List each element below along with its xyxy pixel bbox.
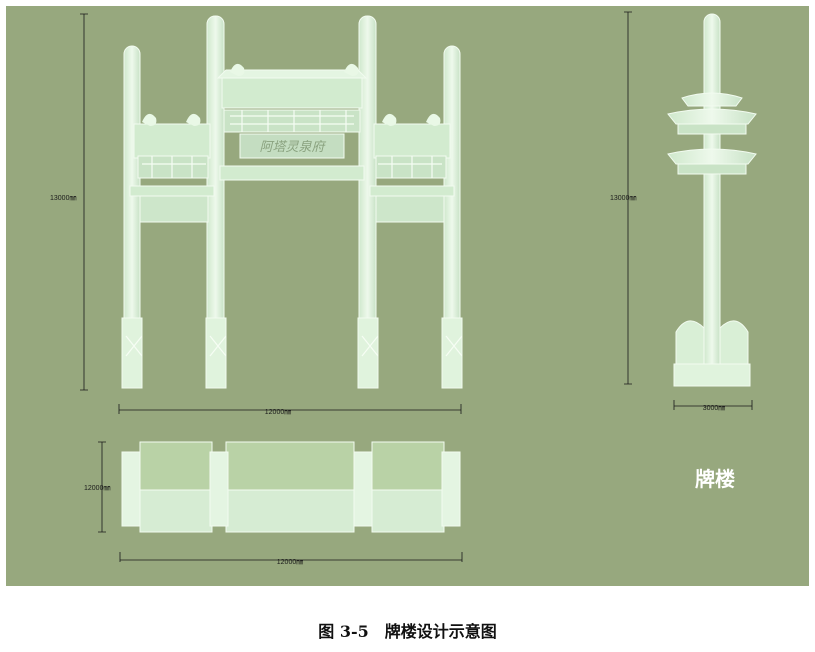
front-base-3 (357, 317, 379, 389)
side-top-roof (681, 92, 743, 107)
front-right-lattice (375, 155, 447, 179)
figure-caption: 图 3-5 牌楼设计示意图 (0, 618, 815, 642)
drawing-panel: 阿塔灵泉府 13000㎜ 12000㎜ 13000㎜ 3000㎜ (6, 6, 809, 586)
caption-text: 牌楼设计示意图 (384, 622, 497, 641)
front-width-label: 12000㎜ (265, 409, 291, 416)
front-base-2 (205, 317, 227, 389)
side-roof-lower-band (677, 163, 747, 175)
front-right-roof (373, 123, 451, 159)
plan-lower-center (225, 489, 355, 533)
front-side-wall-right (375, 195, 445, 223)
plan-pillar-2 (209, 451, 229, 527)
plan-roof-center (225, 441, 355, 491)
plan-roof-left (139, 441, 213, 491)
side-pillar (703, 13, 721, 383)
plan-pillar-1 (121, 451, 141, 527)
caption-number: 图 3-5 (318, 622, 369, 641)
side-base (673, 363, 751, 387)
front-dimension-lines (80, 13, 462, 414)
side-dimension-lines (624, 11, 753, 410)
plaque-text: 阿塔灵泉府 (259, 139, 326, 155)
front-lintel-right (369, 185, 455, 197)
plan-depth-label: 12000㎜ (84, 485, 110, 492)
front-lintel-main (219, 165, 365, 181)
plan-dimension-lines (98, 441, 463, 562)
front-central-roof (221, 75, 363, 109)
side-roof-upper (667, 108, 757, 125)
side-elevation (667, 13, 757, 387)
front-left-lattice (137, 155, 209, 179)
front-left-roof (133, 123, 211, 159)
side-width-label: 3000㎜ (703, 405, 726, 412)
plan-roof-right (371, 441, 445, 491)
side-roof-upper-band (677, 123, 747, 135)
front-lattice-details (125, 110, 463, 357)
plan-lower-right (371, 489, 445, 533)
plan-pillar-4 (441, 451, 461, 527)
side-height-label: 13000㎜ (610, 195, 636, 202)
front-central-lattice (223, 109, 361, 133)
drawing-svg: 阿塔灵泉府 13000㎜ 12000㎜ 13000㎜ 3000㎜ (50, 11, 757, 566)
drawing-title: 牌楼 (695, 467, 735, 491)
front-plaque (239, 133, 345, 159)
plan-lower-left (139, 489, 213, 533)
plan-view (121, 441, 461, 533)
front-base-1 (121, 317, 143, 389)
front-height-label: 13000㎜ (50, 195, 76, 202)
plan-width-label: 12000㎜ (277, 559, 303, 566)
side-roof-lower (667, 148, 757, 165)
plan-pillar-3 (353, 451, 373, 527)
roof-ornaments (142, 63, 441, 126)
front-side-wall-left (139, 195, 209, 223)
front-lintel-left (129, 185, 215, 197)
front-base-4 (441, 317, 463, 389)
front-roofs (121, 69, 463, 389)
